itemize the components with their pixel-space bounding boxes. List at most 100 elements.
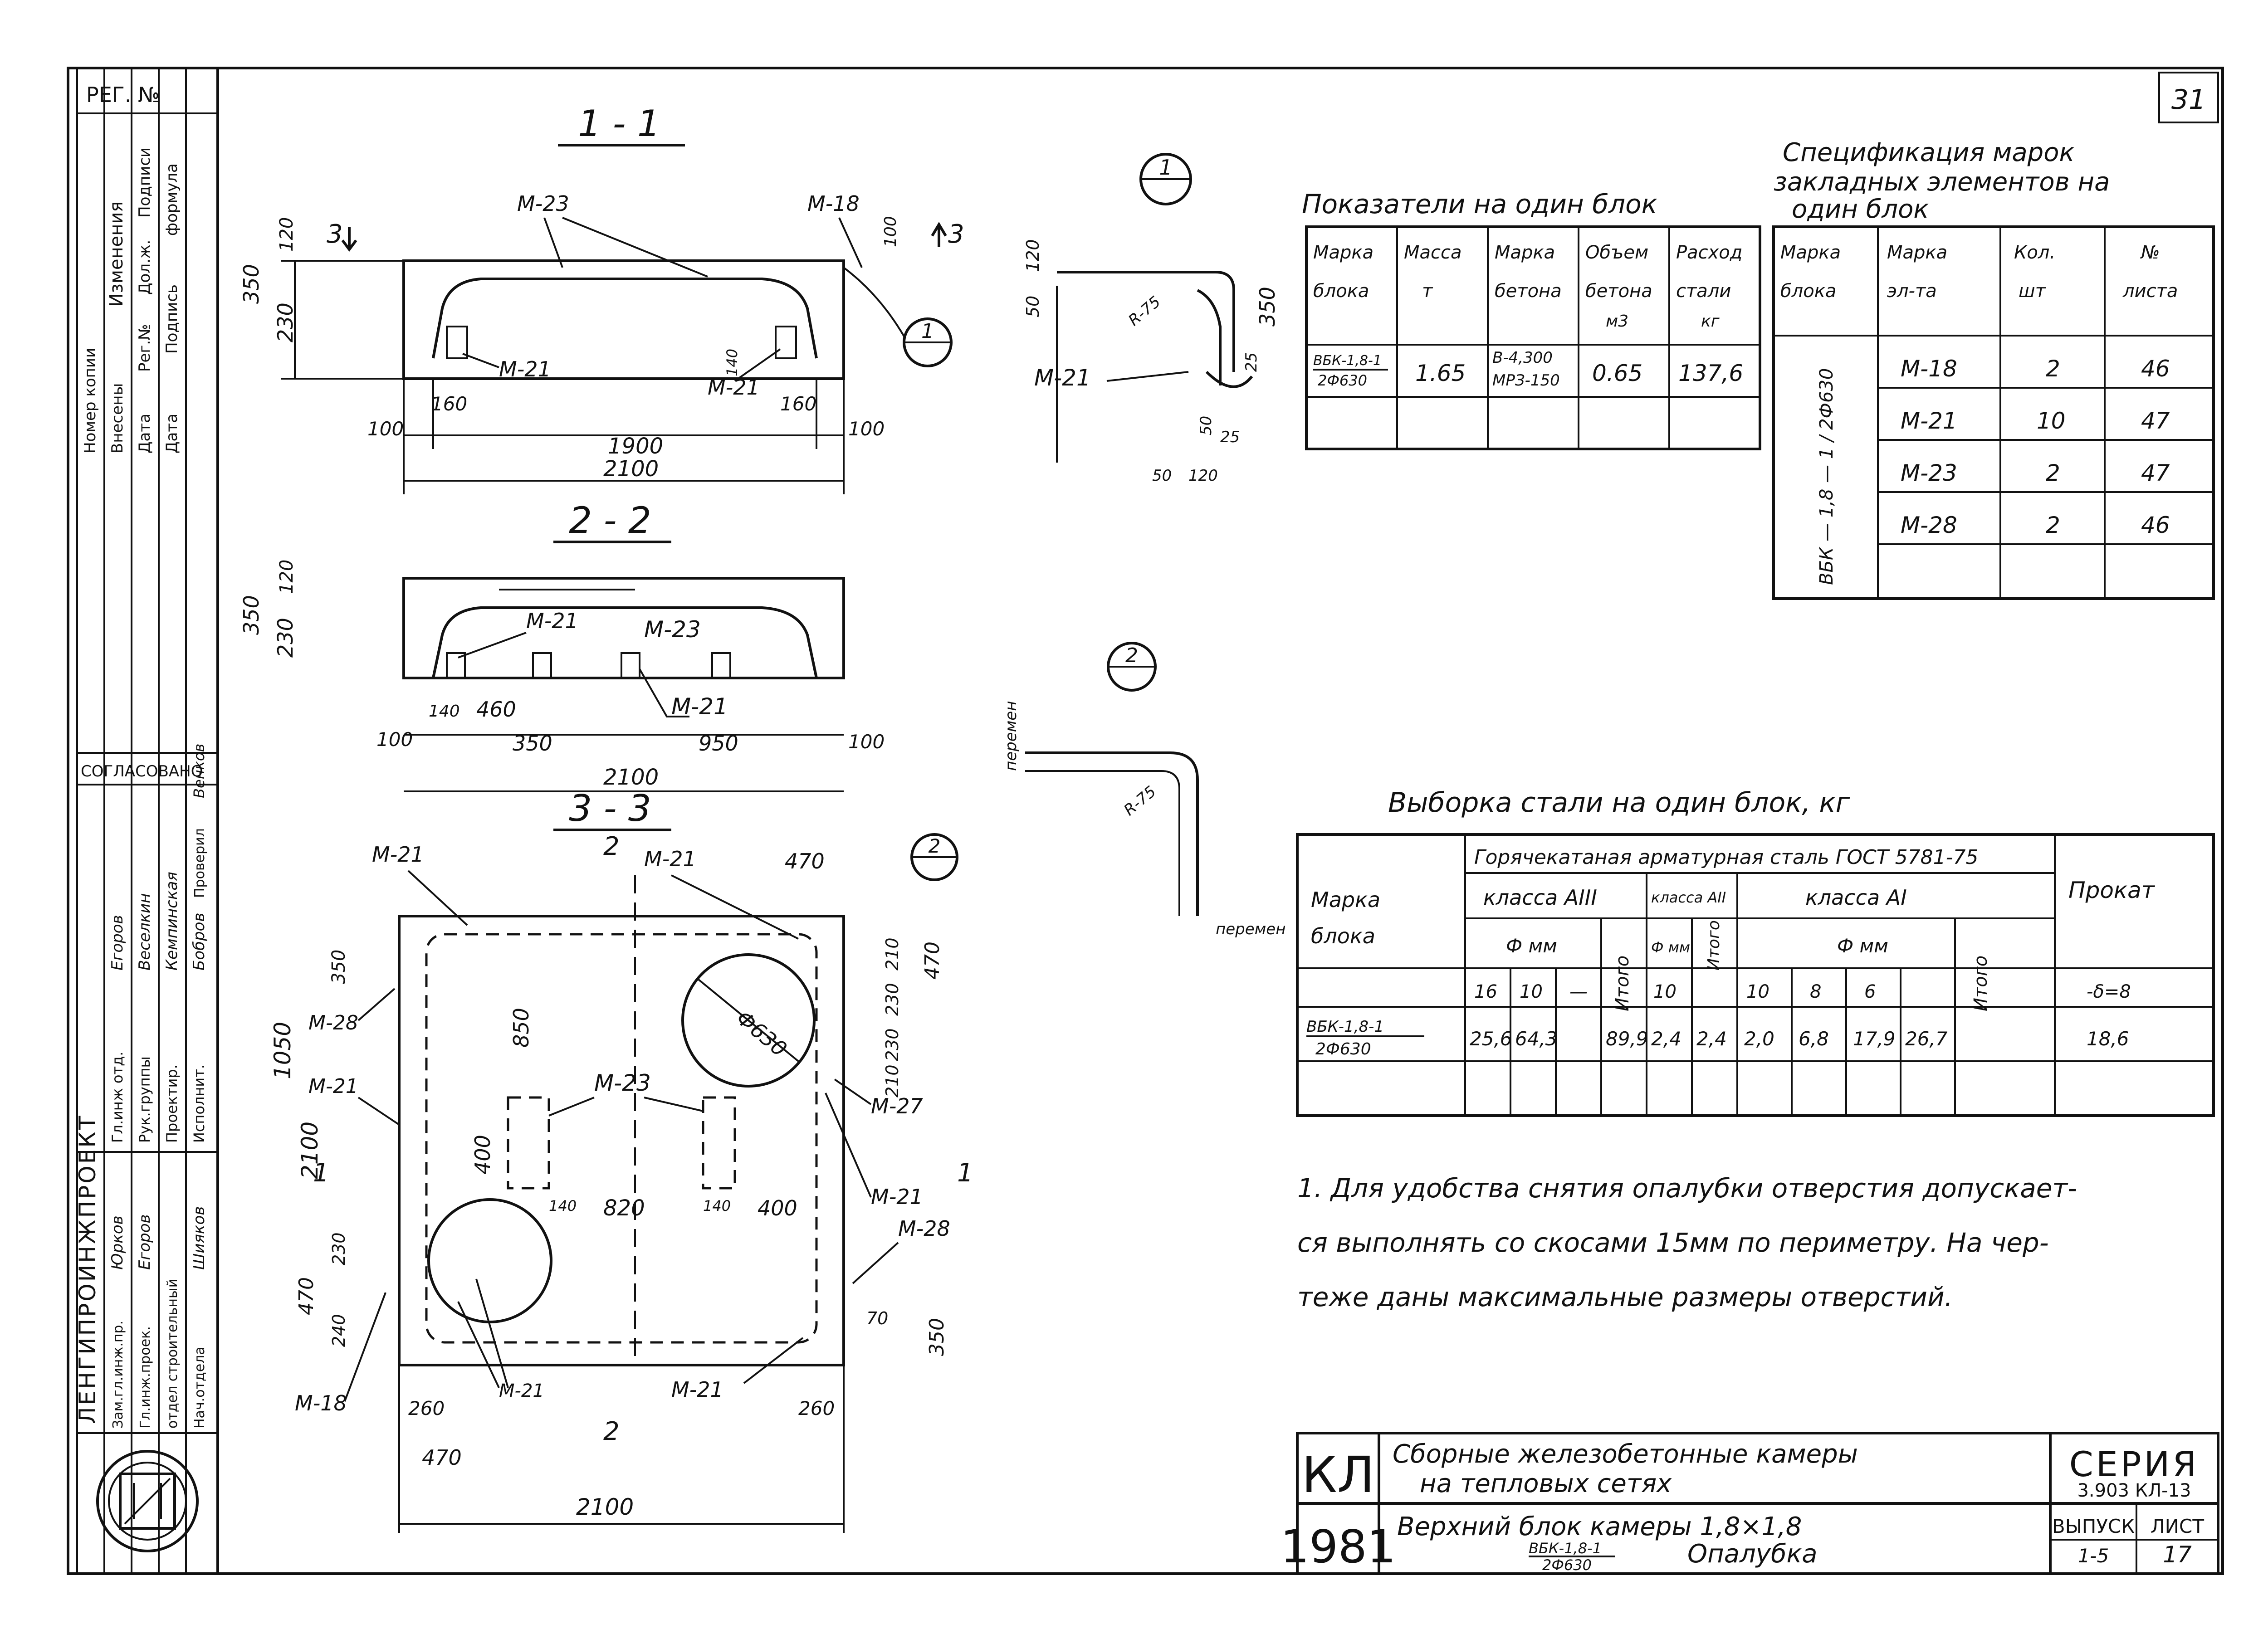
s11-callout-number: 1 [921,320,934,343]
spec-h4-b: листа [2122,281,2178,302]
lower-row-1-role: Зам.гл.инж.пр. [110,1321,126,1429]
reg-number-label: РЕГ. № [86,83,160,107]
detail1-mark: М-21 [1034,365,1091,391]
s22-dim-4: 140 [429,702,460,721]
tb-desc-1: Сборные железобетонные камеры [1393,1439,1858,1469]
s33-mark-9: М-18 [295,1391,347,1415]
s11-dim-7: 160 [780,393,816,415]
note-block: 1. Для удобства снятия опалубки отверсти… [1297,1173,2077,1312]
s11-dim-9: 100 [848,418,885,440]
s22-dim-9: 100 [848,731,885,753]
s22-mark-3: М-21 [671,693,728,720]
tb-sheet-label: ЛИСТ [2151,1515,2204,1537]
tb-desc2-prefix: Верхний блок камеры 1,8×1,8 [1397,1512,1802,1541]
s33-dim-19: 70 [866,1308,888,1328]
s11-dim-8: 1900 [608,434,663,459]
s22-dim-1: 350 [239,595,264,635]
ind-h4-c: м3 [1606,312,1628,331]
revision-col-9: формула [163,163,181,236]
s33-dim-20: 350 [925,1318,948,1356]
indicators-title: Показатели на один блок [1302,189,1657,219]
section-2-2: 2 - 2 М-21 М-23 М-21 350 230 120 140 460… [239,499,885,792]
tb-series-value: 3.903 КЛ-13 [2077,1480,2191,1501]
ind-h2-b: т [1422,281,1433,302]
s33-mark-4: М-21 [308,1075,358,1098]
s11-dim-5: 140 [723,349,741,376]
sheet-corner-number: 31 [2171,84,2206,116]
detail1-dim-7: 25 [1220,428,1240,446]
section-2-2-title: 2 - 2 [569,499,651,541]
steel-d1: 16 [1474,981,1497,1002]
tb-series-label: СЕРИЯ [2069,1444,2200,1484]
s33-mark-11: М-21 [671,1377,723,1402]
tb-desc2-mark-top: ВБК-1,8-1 [1529,1540,1602,1557]
spec-row-2-elem: М-21 [1901,408,1957,434]
spec-row-1-sheet: 46 [2141,356,2170,382]
s33-mark-6: М-27 [871,1094,923,1118]
detail1-dim-4: R-75 [1125,293,1164,330]
s33-dim-22: 260 [798,1397,835,1419]
s22-dim-8: 950 [699,731,738,756]
left-strip: РЕГ. № Изменения Номер копии Внесены Дат… [74,68,218,1574]
revision-col-1: Номер копии [81,348,99,454]
steel-mark-h2: блока [1311,924,1375,948]
steel-d4: 10 [1653,981,1677,1002]
spec-title-2: закладных элементов на [1774,167,2110,197]
revision-col-7: Дата [163,414,181,454]
s33-dim-1: 470 [785,849,825,873]
spec-block-mark: ВБК — 1,8 — 1 / 2Ф630 [1816,368,1837,585]
s33-dim-3: 1050 [269,1022,296,1079]
spec-h3-a: Кол. [2014,242,2055,263]
steel-row-rolled: 18,6 [2087,1028,2129,1050]
detail1-dim-1: 120 [1023,239,1043,272]
ind-h5-b: стали [1676,281,1731,302]
s22-dim-3: 120 [276,560,297,594]
s33-cut-top: 2 [603,832,620,861]
steel-d2: 10 [1520,981,1543,1002]
s22-mark-2: М-23 [644,616,701,643]
steel-d5: 10 [1746,981,1769,1002]
tb-issue-label: ВЫПУСК [2052,1515,2135,1537]
steel-row-tot3: 89,9 [1606,1028,1648,1050]
s33-cut-left: 1 [313,1158,329,1188]
detail2-label-b: перемен [1216,920,1286,938]
s33-dim-2: 350 [328,950,349,984]
steel-d7: 6 [1864,981,1876,1002]
spec-row-1-qty: 2 [2046,356,2060,382]
lower-row-2-name: Егоров [136,1214,154,1270]
steel-row-v16: 25,6 [1470,1028,1512,1050]
tb-desc2-suffix: Опалубка [1687,1539,1818,1569]
s33-mark-1: М-21 [372,842,424,867]
steel-row-a1-8: 6,8 [1799,1028,1829,1050]
revision-col-2: Внесены [108,383,127,454]
s22-dim-10: 2100 [603,765,659,790]
s33-dim-6: 820 [603,1195,645,1221]
steel-mark-h1: Марка [1311,888,1380,912]
steel-row-tot1: 26,7 [1905,1028,1948,1050]
s11-dim-3: 120 [276,217,297,252]
revision-col-3: Дата [136,414,154,454]
ind-h4-a: Объем [1585,242,1648,263]
org-logo-icon [96,1450,199,1552]
steel-class2: класса АII [1651,889,1726,906]
sig-row-1-name: Егоров [108,915,127,971]
s33-dim-16: 470 [295,1277,318,1315]
spec-row-2-qty: 10 [2037,408,2066,434]
spec-row-4-sheet: 46 [2141,512,2170,538]
s33-mark-7: М-21 [871,1185,923,1209]
s11-cut-label-left: 3 [327,219,343,249]
steel-dia-3: Ф мм [1506,935,1557,957]
spec-row-4-qty: 2 [2046,512,2060,538]
agreed-label: СОГЛАСОВАНО [81,762,203,780]
spec-h1-a: Марка [1780,242,1841,263]
steel-row-v10: 64,3 [1515,1028,1558,1050]
steel-dia-1: Ф мм [1837,935,1888,957]
s33-mark-2: М-21 [644,847,696,871]
s33-hole-label: Ф630 [732,1005,792,1061]
s33-dim-24: 2100 [576,1494,634,1520]
lower-row-1-name: Юрков [108,1215,127,1270]
s33-dim-14: 230 [882,1028,902,1061]
detail1-dim-5: 25 [1242,352,1261,372]
ind-h1-b: блока [1313,281,1369,302]
tb-desc2-mark-bottom: 2Ф630 [1542,1556,1592,1574]
